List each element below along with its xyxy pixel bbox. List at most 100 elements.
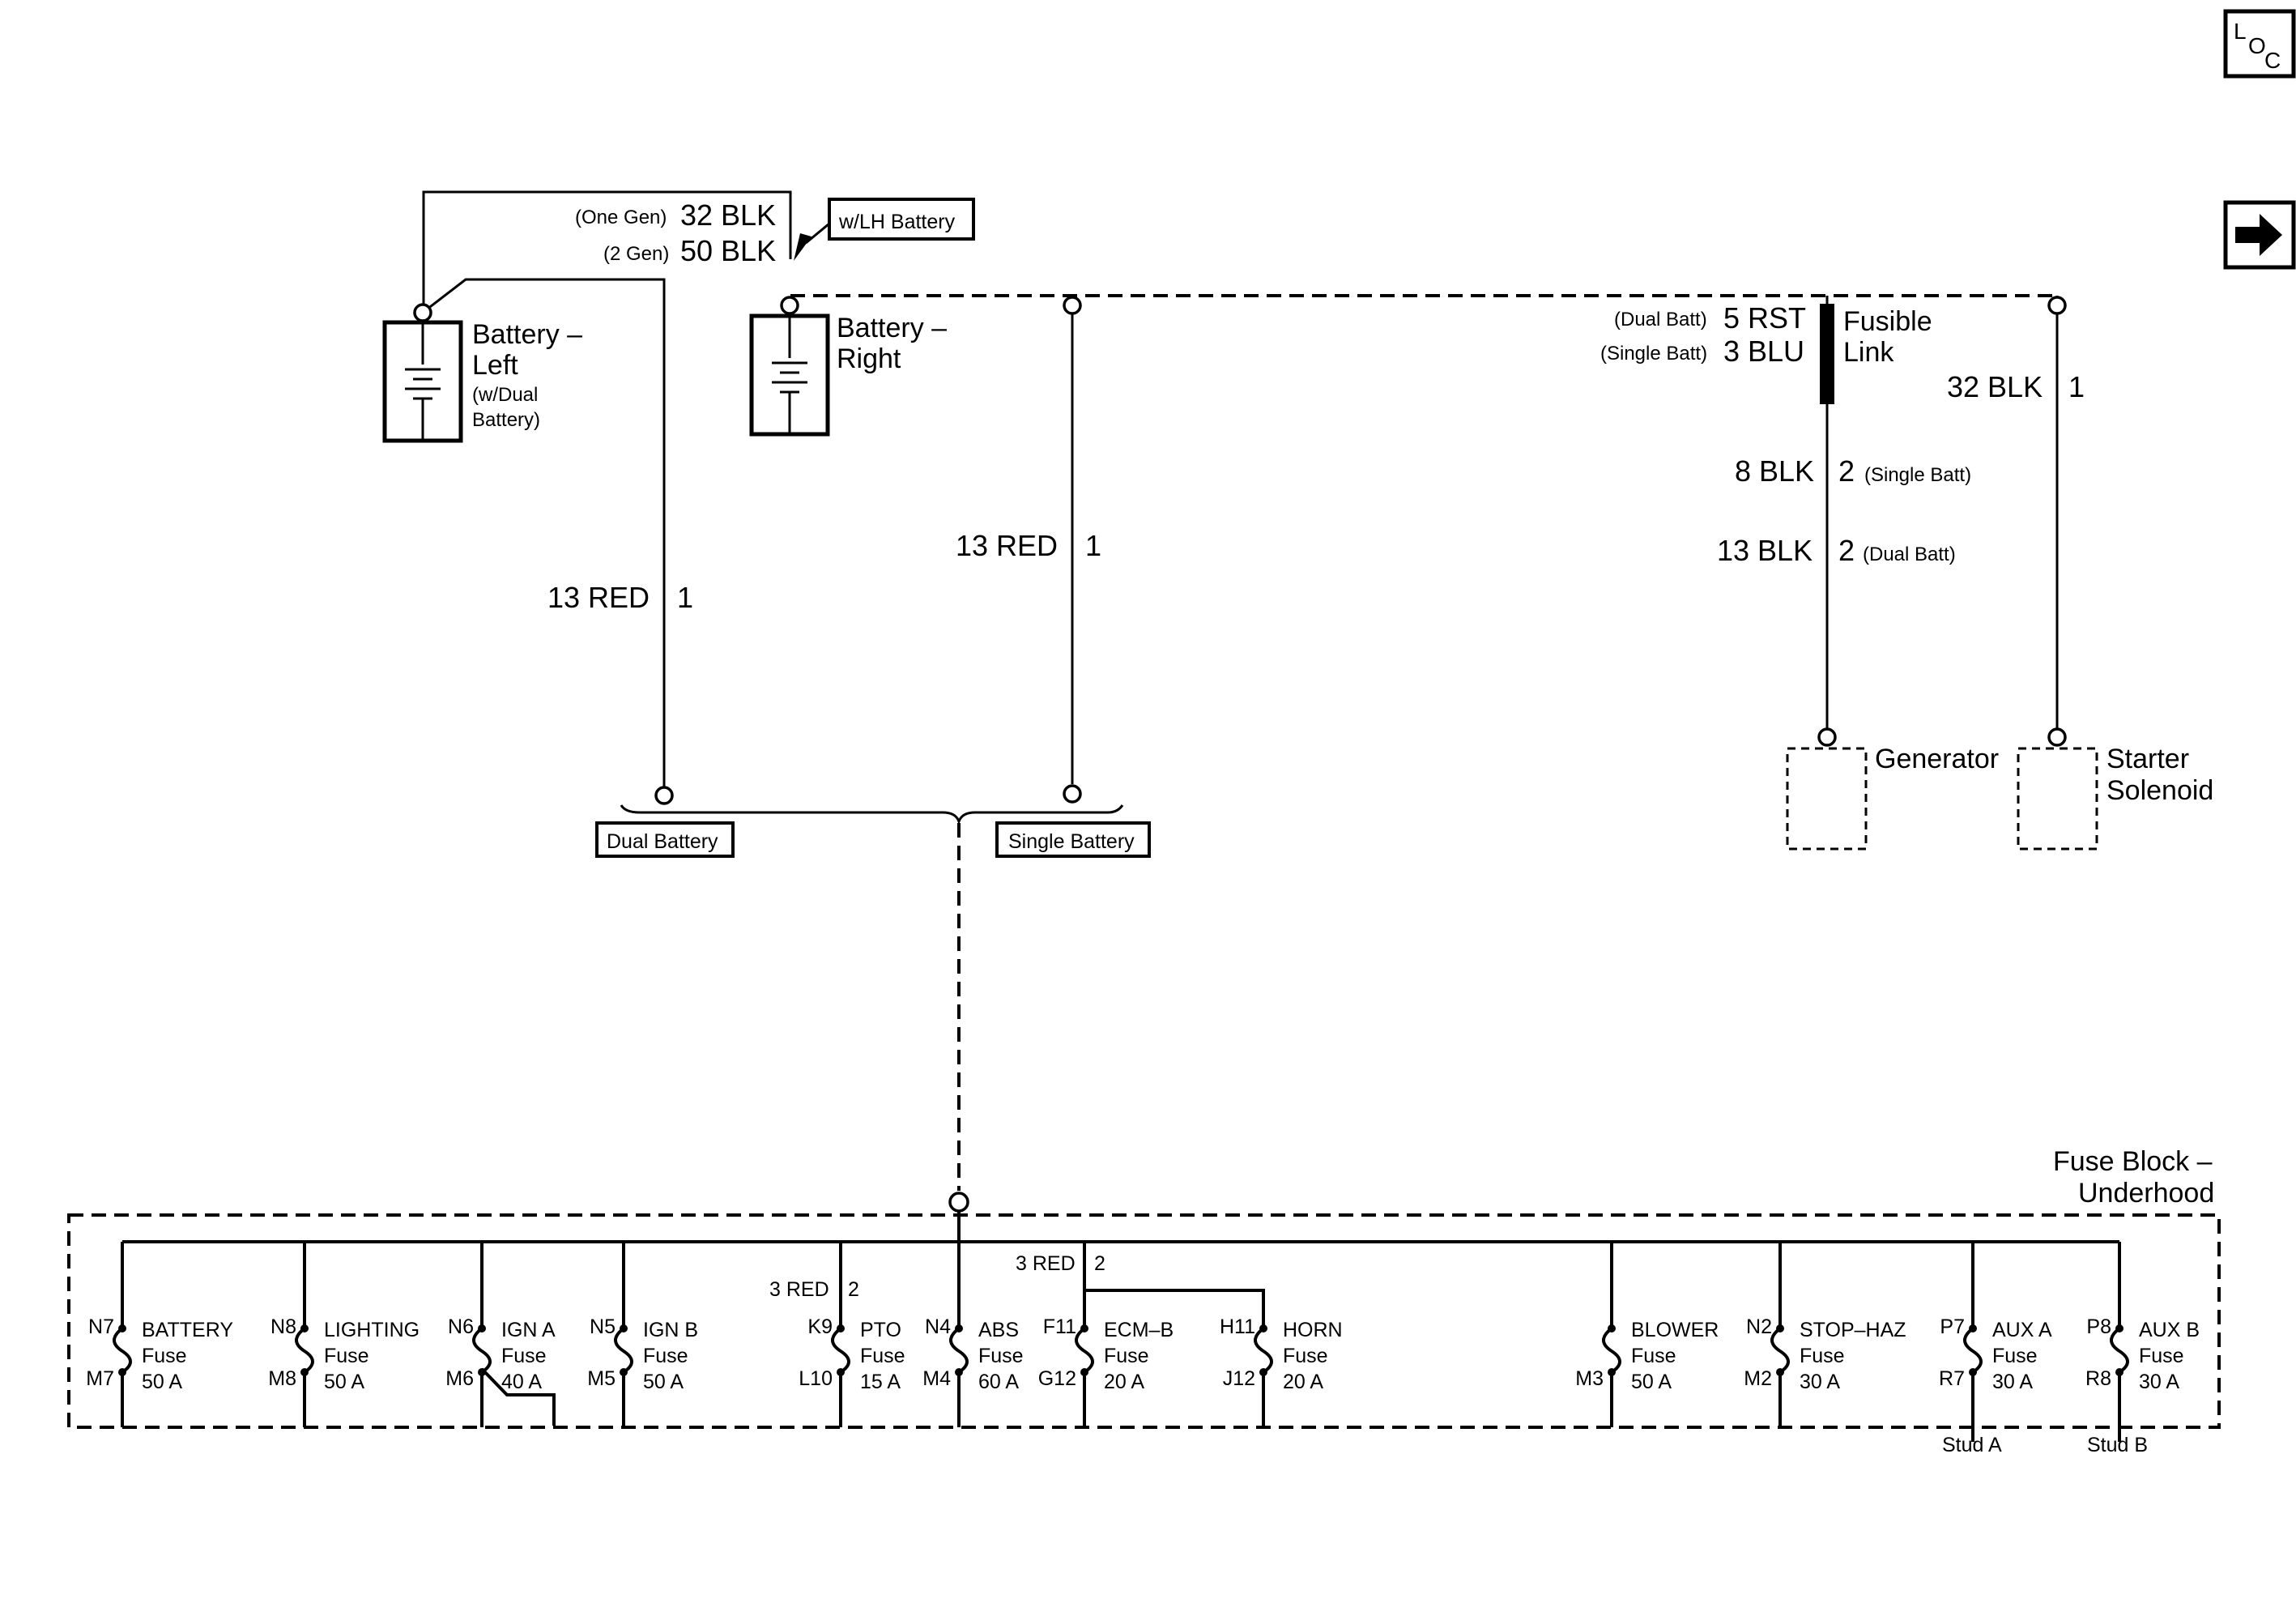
- starter-pin: 1: [2068, 370, 2085, 403]
- battery-left-title: Battery –: [472, 319, 582, 350]
- dual-battery-option: Dual Battery: [595, 821, 735, 858]
- fuse-rating: 50 A: [643, 1371, 684, 1393]
- fuse-name: AUX B: [2139, 1319, 2200, 1341]
- fuse-top-pin: N4: [925, 1315, 951, 1338]
- fuse-rating: 30 A: [1800, 1371, 1840, 1393]
- fuse-type: Fuse: [1104, 1345, 1149, 1367]
- ecm-pin: 2: [1094, 1252, 1105, 1275]
- two-gen-tag: (2 Gen): [603, 243, 669, 265]
- fuse-rating: 20 A: [1104, 1371, 1144, 1393]
- fuse-bottom-pin: G12: [1038, 1367, 1076, 1390]
- battery-right: [749, 296, 830, 437]
- generator-box: [1786, 747, 1868, 851]
- gen-single-wire: 8 BLK: [1735, 454, 1814, 488]
- battery-left-note1: (w/Dual: [472, 384, 538, 406]
- stud-b-label: Stud B: [2087, 1434, 2148, 1456]
- fusible-link-label2: Link: [1843, 337, 1894, 368]
- left-branch-wire: 13 RED: [547, 581, 650, 614]
- fuse-name: STOP–HAZ: [1800, 1319, 1906, 1341]
- fuse-top-pin: K9: [807, 1315, 833, 1338]
- fuse-top-pin: N7: [88, 1315, 114, 1338]
- fuse-top-pin: N5: [590, 1315, 616, 1338]
- fuse-name: HORN: [1283, 1319, 1343, 1341]
- dual-battery-label: Dual Battery: [607, 830, 718, 853]
- fuse-block-title2: Underhood: [2078, 1178, 2214, 1209]
- gen-dual-pin: 2: [1838, 534, 1855, 567]
- starter-label2: Solenoid: [2106, 775, 2213, 806]
- fuse-type: Fuse: [978, 1345, 1024, 1367]
- fuse-name: IGN A: [501, 1319, 556, 1341]
- single-battery-label: Single Battery: [1008, 830, 1135, 853]
- mid-branch-pin: 1: [1085, 529, 1101, 562]
- fuse-type: Fuse: [643, 1345, 688, 1367]
- fusible-single-wire: 3 BLU: [1723, 335, 1804, 368]
- fuse-type: Fuse: [2139, 1345, 2184, 1367]
- starter-label1: Starter: [2106, 744, 2189, 774]
- one-gen-tag: (One Gen): [575, 207, 667, 228]
- fuse-name: LIGHTING: [324, 1319, 420, 1341]
- fusible-link-label1: Fusible: [1843, 306, 1932, 337]
- fuse-top-pin: F11: [1043, 1315, 1076, 1338]
- fuse-rating: 50 A: [142, 1371, 182, 1393]
- fusible-single-tag: (Single Batt): [1600, 343, 1707, 365]
- fuse-top-pin: P7: [1940, 1315, 1965, 1338]
- next-page-arrow-icon[interactable]: [2223, 200, 2296, 270]
- fuse-bottom-pin: R8: [2085, 1367, 2111, 1390]
- battery-left-name: Left: [472, 350, 518, 381]
- fuse-name: BLOWER: [1631, 1319, 1719, 1341]
- starter-wire: 32 BLK: [1947, 370, 2043, 403]
- fuse-top-pin: N8: [270, 1315, 296, 1338]
- mid-branch-wire: 13 RED: [956, 529, 1058, 562]
- fuse-bottom-pin: J12: [1223, 1367, 1255, 1390]
- fuse-rating: 30 A: [1992, 1371, 2033, 1393]
- fuse-rating: 20 A: [1283, 1371, 1323, 1393]
- fuse-type: Fuse: [142, 1345, 187, 1367]
- stud-a-label: Stud A: [1942, 1434, 2002, 1456]
- left-branch-pin: 1: [677, 581, 693, 614]
- two-gen-wire: 50 BLK: [680, 234, 776, 267]
- svg-text:C: C: [2264, 48, 2281, 73]
- gen-single-tag: (Single Batt): [1864, 464, 1971, 486]
- loc-icon[interactable]: L O C: [2223, 9, 2296, 79]
- fuse-name: BATTERY: [142, 1319, 233, 1341]
- fuse-bottom-pin: M8: [268, 1367, 296, 1390]
- gen-dual-wire: 13 BLK: [1717, 534, 1813, 567]
- starter-solenoid-box: [2017, 747, 2098, 851]
- svg-text:L: L: [2234, 19, 2247, 44]
- fuse-top-pin: N6: [448, 1315, 474, 1338]
- fuse-type: Fuse: [1631, 1345, 1676, 1367]
- fuse-block: [67, 1192, 2221, 1429]
- battery-right-title: Battery –: [837, 313, 947, 343]
- fuse-name: PTO: [860, 1319, 901, 1341]
- fuse-bottom-pin: R7: [1939, 1367, 1965, 1390]
- single-battery-option: Single Battery: [995, 821, 1151, 858]
- one-gen-wire: 32 BLK: [680, 198, 776, 232]
- fuse-bottom-pin: M3: [1575, 1367, 1604, 1390]
- fuse-name: AUX A: [1992, 1319, 2052, 1341]
- ecm-wire: 3 RED: [1016, 1252, 1076, 1275]
- gen-single-pin: 2: [1838, 454, 1855, 488]
- generator-label: Generator: [1875, 744, 1999, 774]
- fuse-type: Fuse: [324, 1345, 369, 1367]
- fuse-name: ECM–B: [1104, 1319, 1174, 1341]
- gen-dual-tag: (Dual Batt): [1863, 544, 1956, 565]
- fuse-top-pin: H11: [1220, 1315, 1255, 1338]
- lh-battery-label: w/LH Battery: [838, 211, 956, 233]
- fuse-bottom-pin: M5: [587, 1367, 616, 1390]
- fuse-rating: 60 A: [978, 1371, 1019, 1393]
- fuse-bottom-pin: M7: [86, 1367, 114, 1390]
- battery-left: [382, 303, 463, 443]
